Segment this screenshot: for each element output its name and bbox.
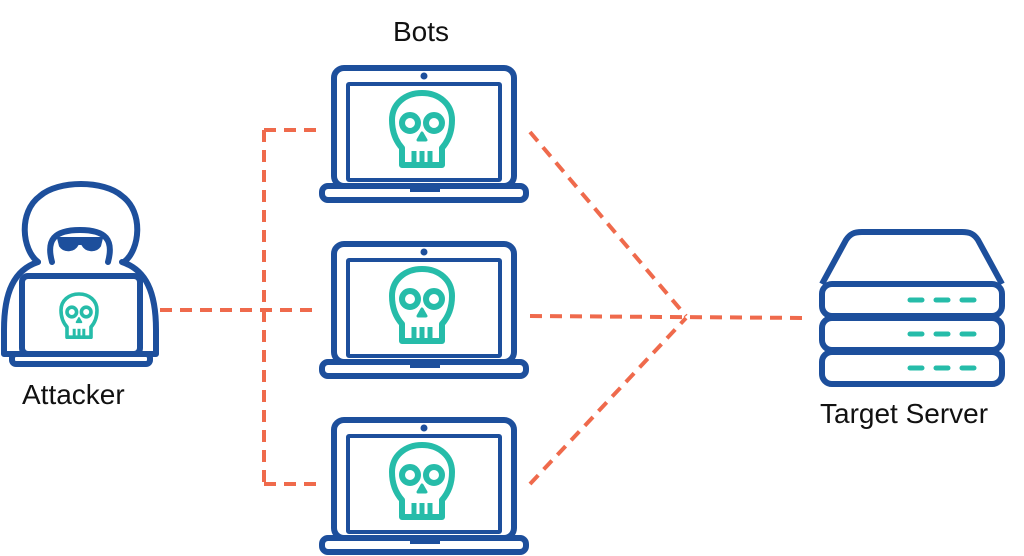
attacker-label: Attacker [22,379,125,410]
connector-bot1-to-server [528,130,688,318]
skull-icon [392,93,452,165]
bot-laptop-2 [322,244,526,376]
target-server-label: Target Server [820,398,989,429]
bot-laptop-3 [322,420,526,552]
skull-icon [392,269,452,341]
server-stack-icon [819,229,1005,387]
bots-to-server-connectors [528,130,811,486]
bots-label: Bots [393,16,450,47]
skull-icon [392,445,452,517]
hooded-hacker-icon [1,181,159,367]
attacker-to-bots-connectors [160,128,320,486]
connector-bot2-to-server [529,314,811,320]
bot-laptop-1 [322,68,526,200]
server-indicator-lights [907,297,977,371]
connector-bot3-to-server [528,316,688,486]
